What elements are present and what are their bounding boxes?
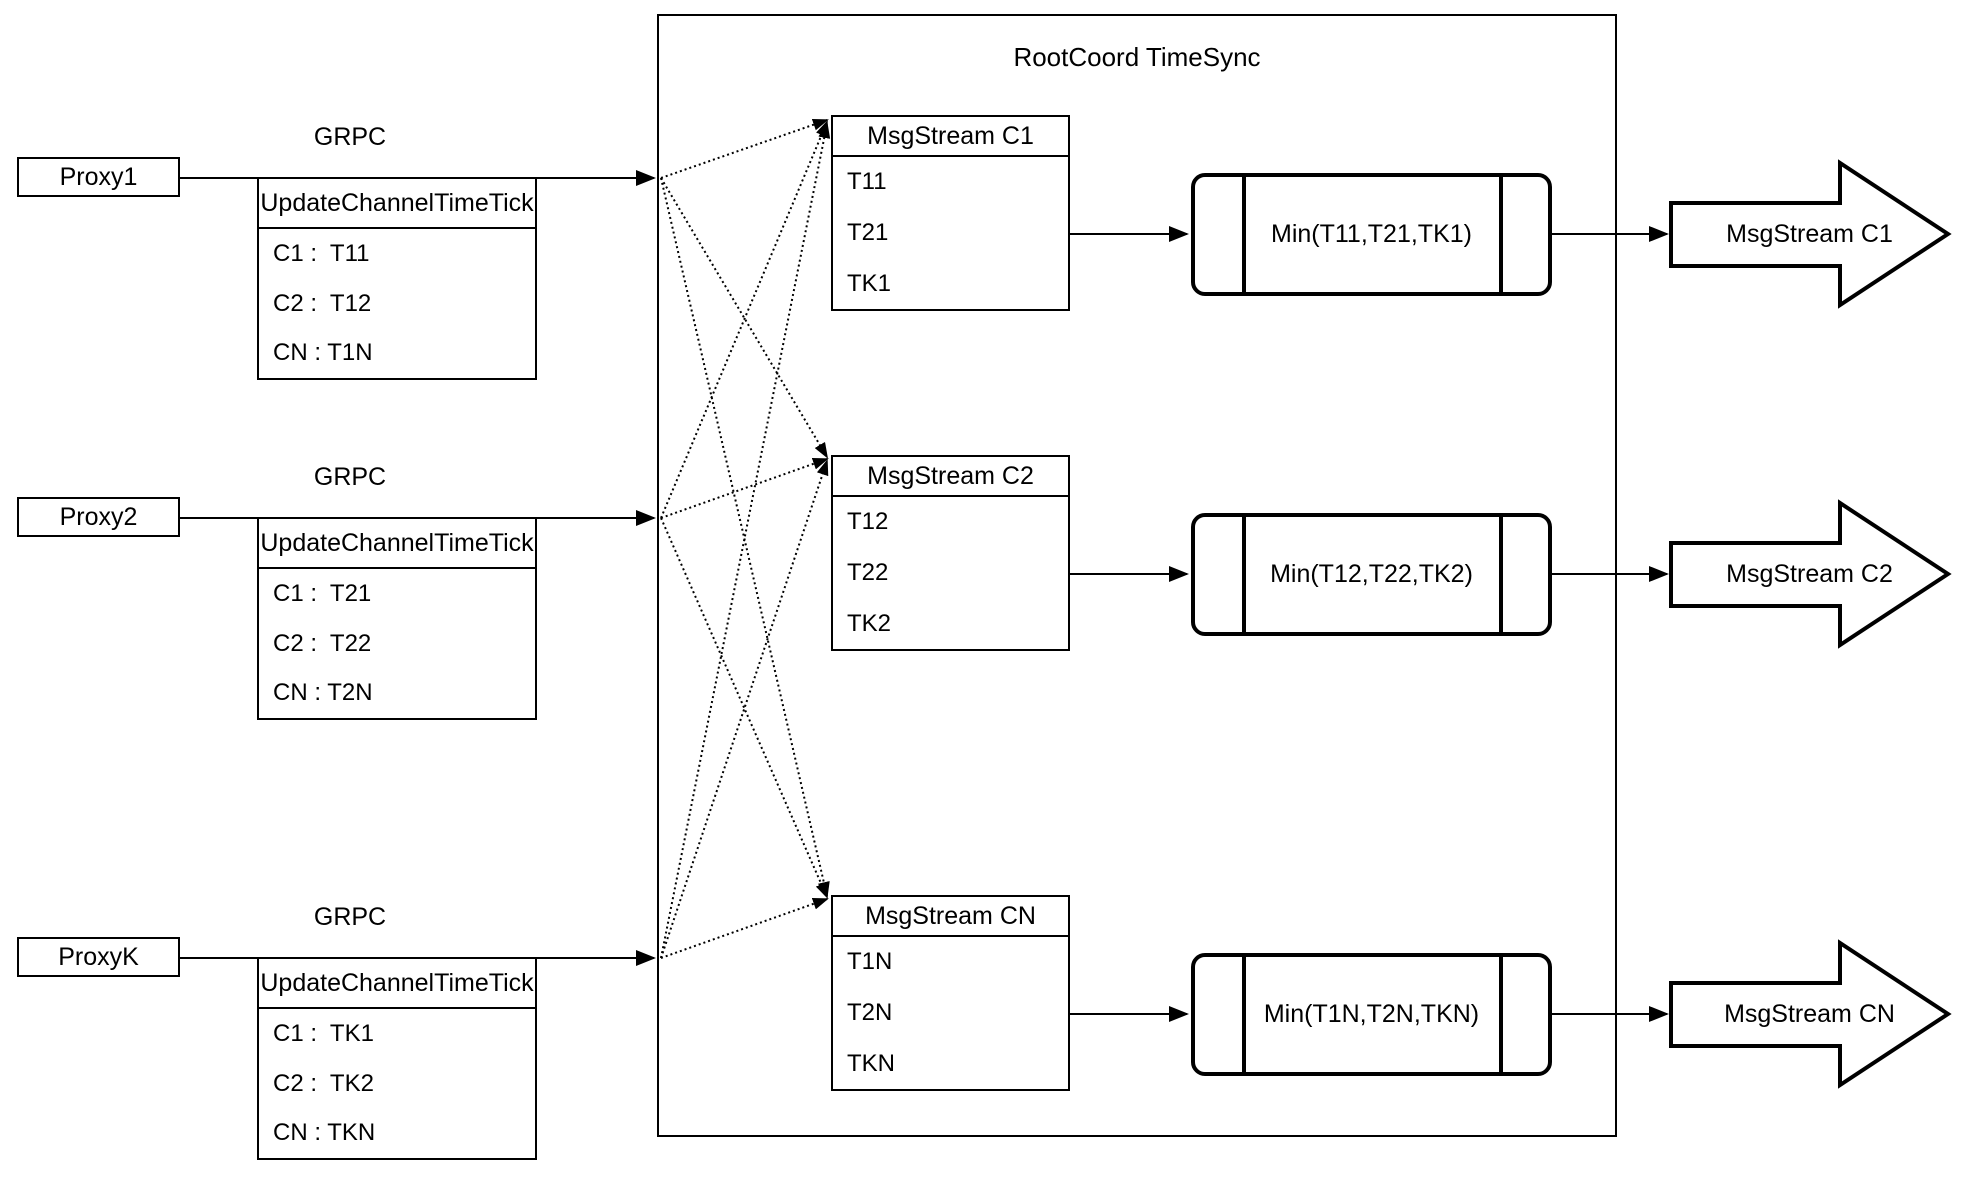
fanout-p2-cn	[660, 517, 828, 899]
output-arrow-shape-cn	[1669, 939, 1952, 1089]
buffer-divider-right	[1499, 177, 1503, 292]
min-buffer-cn: Min(T1N,T2N,TKN)	[1191, 953, 1552, 1076]
min-label: Min(T1N,T2N,TKN)	[1263, 1000, 1480, 1028]
call-table-body: C1 : T21 C2 : T22 CN : T2N	[259, 569, 535, 718]
stream-entry: T11	[847, 168, 887, 196]
grpc-label: GRPC	[313, 462, 387, 491]
fanout-pk-c1	[660, 122, 831, 959]
stream-table-body: T12 T22 TK2	[833, 497, 1068, 649]
call-entry: C1 : T11	[273, 239, 370, 267]
call-entry: CN : T2N	[273, 679, 373, 707]
fanout-p1-c2	[660, 177, 829, 459]
stream-entry: TK1	[847, 269, 892, 297]
fanout-p1-c1	[660, 118, 829, 179]
buffer-divider-right	[1499, 957, 1503, 1072]
update-channel-timetick-table-2: UpdateChannelTimeTick C1 : T21 C2 : T22 …	[257, 517, 537, 720]
fanout-p2-c1	[660, 120, 828, 519]
proxy2-node: Proxy2	[17, 497, 180, 537]
call-entry: C2 : T22	[273, 629, 372, 657]
msgstream-c2-collector: MsgStream C2 T12 T22 TK2	[831, 455, 1070, 651]
call-entry: CN : T1N	[273, 339, 373, 367]
call-table-body: C1 : TK1 C2 : TK2 CN : TKN	[259, 1009, 535, 1158]
stream-entry: T2N	[847, 999, 893, 1026]
call-table-body: C1 : T11 C2 : T12 CN : T1N	[259, 229, 535, 378]
fanout-p2-c2	[660, 458, 829, 519]
update-channel-timetick-table-1: UpdateChannelTimeTick C1 : T11 C2 : T12 …	[257, 177, 537, 380]
stream-entry: T12	[847, 508, 889, 536]
stream-entry: T1N	[847, 948, 893, 976]
call-entry: C2 : TK2	[273, 1069, 374, 1097]
min-buffer-c2: Min(T12,T22,TK2)	[1191, 513, 1552, 636]
output-arrow-shape-c1	[1669, 159, 1952, 309]
stream-table-body: T11 T21 TK1	[833, 157, 1068, 309]
rootcoord-timesync-title: RootCoord TimeSync	[1013, 41, 1261, 72]
proxyk-node: ProxyK	[17, 937, 180, 977]
call-table-title: UpdateChannelTimeTick	[259, 519, 535, 569]
output-arrow-label-c1: MsgStream C1	[1726, 219, 1893, 248]
update-channel-timetick-table-3: UpdateChannelTimeTick C1 : TK1 C2 : TK2 …	[257, 957, 537, 1160]
grpc-label: GRPC	[313, 122, 387, 151]
buffer-divider-left	[1242, 517, 1246, 632]
call-entry: C1 : TK1	[273, 1019, 374, 1047]
stream-table-title: MsgStream CN	[833, 897, 1068, 937]
buffer-divider-left	[1242, 177, 1246, 292]
call-entry: C1 : T21	[273, 579, 372, 607]
call-table-title: UpdateChannelTimeTick	[259, 959, 535, 1009]
fanout-pk-c2	[660, 459, 829, 959]
stream-table-title: MsgStream C1	[833, 117, 1068, 157]
call-table-title: UpdateChannelTimeTick	[259, 179, 535, 229]
output-arrow-shape-c2	[1669, 499, 1952, 649]
timetick-fanout	[660, 118, 831, 959]
grpc-label: GRPC	[313, 902, 387, 931]
fanout-pk-cn	[660, 898, 829, 959]
stream-table-title: MsgStream C2	[833, 457, 1068, 497]
call-entry: CN : TKN	[273, 1119, 376, 1147]
stream-entry: TK2	[847, 609, 892, 637]
stream-table-body: T1N T2N TKN	[833, 937, 1068, 1089]
min-label: Min(T11,T21,TK1)	[1271, 220, 1472, 248]
stream-entry: TKN	[847, 1049, 895, 1077]
msgstream-c1-collector: MsgStream C1 T11 T21 TK1	[831, 115, 1070, 311]
buffer-divider-right	[1499, 517, 1503, 632]
rootcoord-timesync-box	[657, 14, 1617, 1137]
stream-entry: T22	[847, 559, 889, 586]
output-arrow-label-c2: MsgStream C2	[1726, 559, 1893, 588]
stream-entry: T21	[847, 219, 889, 246]
msgstream-cn-collector: MsgStream CN T1N T2N TKN	[831, 895, 1070, 1091]
proxy1-node: Proxy1	[17, 157, 180, 197]
min-label: Min(T12,T22,TK2)	[1270, 560, 1473, 588]
min-buffer-c1: Min(T11,T21,TK1)	[1191, 173, 1552, 296]
buffer-divider-left	[1242, 957, 1246, 1072]
output-arrow-label-cn: MsgStream CN	[1724, 999, 1895, 1028]
call-entry: C2 : T12	[273, 289, 372, 317]
